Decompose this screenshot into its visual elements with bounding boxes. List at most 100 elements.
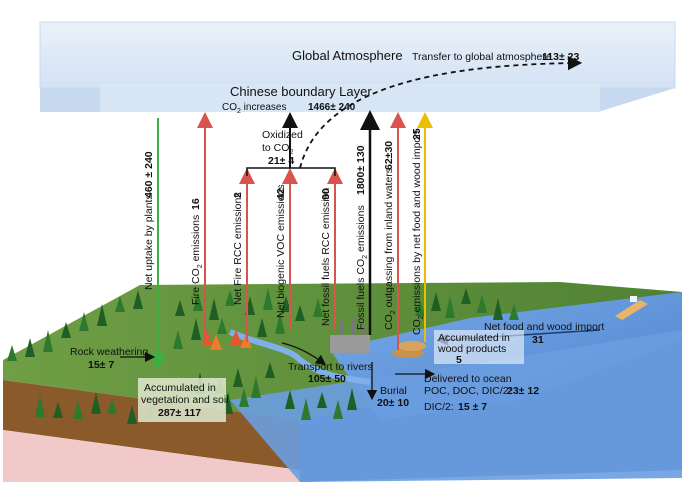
delivered-line2: POC, DOC, DIC/2: <box>424 385 512 397</box>
svg-text:Net Fire RCC emissions: Net Fire RCC emissions <box>232 192 244 305</box>
transfer-global-arrow <box>299 55 583 169</box>
fire-co2-value: 16 <box>190 198 202 210</box>
rock-weathering-value: 15± 7 <box>88 359 114 371</box>
tree <box>477 294 487 313</box>
tree <box>173 330 183 349</box>
food-wood-emis-value: 25 <box>411 128 423 140</box>
tree <box>61 322 71 338</box>
tree <box>79 312 89 331</box>
transfer-label: Transfer to global atmosphere <box>412 51 552 63</box>
tree <box>257 318 267 337</box>
outgassing-value: 62±30 <box>383 141 395 170</box>
global-atmosphere-slab <box>39 21 676 112</box>
co2-increase-value: 1466± 240 <box>308 102 356 113</box>
wood-line1: Accumulated in <box>438 332 510 344</box>
tree <box>225 290 235 306</box>
transport-rivers-arrow <box>281 342 327 366</box>
tree <box>251 376 261 398</box>
tree <box>97 304 107 326</box>
fire-rcc-label: Net Fire RCC emissions <box>232 192 244 305</box>
rcc-bracket <box>246 167 336 176</box>
burial-value: 20± 10 <box>377 397 409 409</box>
tree <box>35 395 45 417</box>
svg-text:Fossil fuels CO2 emissions: Fossil fuels CO2 emissions <box>355 205 369 330</box>
tree <box>493 298 503 320</box>
veg-line2: vegetation and soil <box>141 394 229 406</box>
outgassing-label: CO2 outgassing from inland waters <box>383 168 397 330</box>
burial-label: Burial <box>380 385 407 397</box>
tree <box>461 288 471 304</box>
svg-text:CO2 outgassing from inland wat: CO2 outgassing from inland waters <box>383 168 397 330</box>
fossil-co2-label: Fossil fuels CO2 emissions <box>355 205 369 330</box>
oxidized-line1: Oxidized <box>262 129 303 141</box>
tree <box>133 290 143 309</box>
global-atmosphere-title: Global Atmosphere <box>292 48 403 63</box>
transfer-label-text: Transfer to global atmosphere <box>412 51 552 63</box>
tree <box>265 362 275 378</box>
tree <box>191 318 201 340</box>
fossil-co2-value: 1800± 130 <box>355 145 367 195</box>
transfer-value: 113± 23 <box>542 51 579 63</box>
svg-text:CO2 emissions by net food and: CO2 emissions by net food and wood impor… <box>411 130 425 335</box>
tree <box>263 288 273 310</box>
veg-line1: Accumulated in <box>144 382 216 394</box>
tree <box>115 296 125 312</box>
fossil-rcc-value: 90 <box>320 188 332 200</box>
tree <box>509 304 519 320</box>
tree <box>333 400 343 419</box>
tree <box>317 392 327 408</box>
net-uptake-value: 460 ± 240 <box>143 151 155 198</box>
delivered-value: 23± 12 <box>507 385 539 397</box>
ship-icon <box>615 296 648 320</box>
tree <box>127 405 137 424</box>
co2-increase-label: CO2 increases <box>222 102 286 115</box>
tree <box>175 300 185 316</box>
svg-text:Net uptake by plants: Net uptake by plants <box>143 194 155 290</box>
tree <box>193 292 203 311</box>
import-label: Net food and wood import <box>484 321 604 333</box>
rock-weathering-label: Rock weathering <box>70 346 148 358</box>
oxidized-line2: to CO2 <box>262 142 293 156</box>
fire-rcc-value: 2 <box>232 192 244 198</box>
wood-value: 5 <box>456 354 462 366</box>
delivered-line1: Delivered to ocean <box>424 373 512 385</box>
tree <box>415 300 425 316</box>
rivers-label: Transport to rivers <box>288 361 373 373</box>
tree <box>313 298 323 317</box>
svg-text:Net biogenic VOC emissions: Net biogenic VOC emissions <box>275 184 287 318</box>
tree <box>25 338 35 357</box>
biogenic-voc-label: Net biogenic VOC emissions <box>275 184 287 318</box>
fossil-rcc-label: Net fossil fuels RCC emission <box>320 188 332 326</box>
rivers-value: 105± 50 <box>308 373 346 385</box>
tree <box>285 390 295 409</box>
tree <box>7 345 17 361</box>
tree <box>217 318 227 334</box>
biogenic-voc-value: 42 <box>275 188 287 200</box>
tree <box>73 400 83 419</box>
svg-text:Net fossil fuels RCC emission: Net fossil fuels RCC emission <box>320 188 332 326</box>
tree <box>53 402 63 418</box>
net-uptake-label: Net uptake by plants <box>143 194 155 290</box>
factory-icon <box>330 318 370 353</box>
vegetation-box <box>138 378 226 422</box>
food-wood-emis-label: CO2 emissions by net food and wood impor… <box>411 130 425 335</box>
wood-box <box>434 330 524 364</box>
dic-value: 15 ± 7 <box>458 401 487 413</box>
dic-label: DIC/2: <box>424 401 454 413</box>
import-value: 31 <box>532 334 544 346</box>
wood-products-icon <box>392 341 426 358</box>
oxidized-value: 21± 4 <box>268 155 294 167</box>
tree <box>91 392 101 414</box>
tree <box>239 388 249 407</box>
tree <box>347 388 357 410</box>
wood-line2: wood products <box>437 343 506 355</box>
boundary-layer-title: Chinese boundary Layer <box>230 84 372 99</box>
svg-text:Fire CO2 emissions: Fire CO2 emissions <box>190 215 204 305</box>
tree <box>233 368 243 387</box>
fire-co2-label: Fire CO2 emissions <box>190 215 204 305</box>
tree <box>209 298 219 320</box>
tree <box>281 296 291 312</box>
tree <box>431 292 441 311</box>
